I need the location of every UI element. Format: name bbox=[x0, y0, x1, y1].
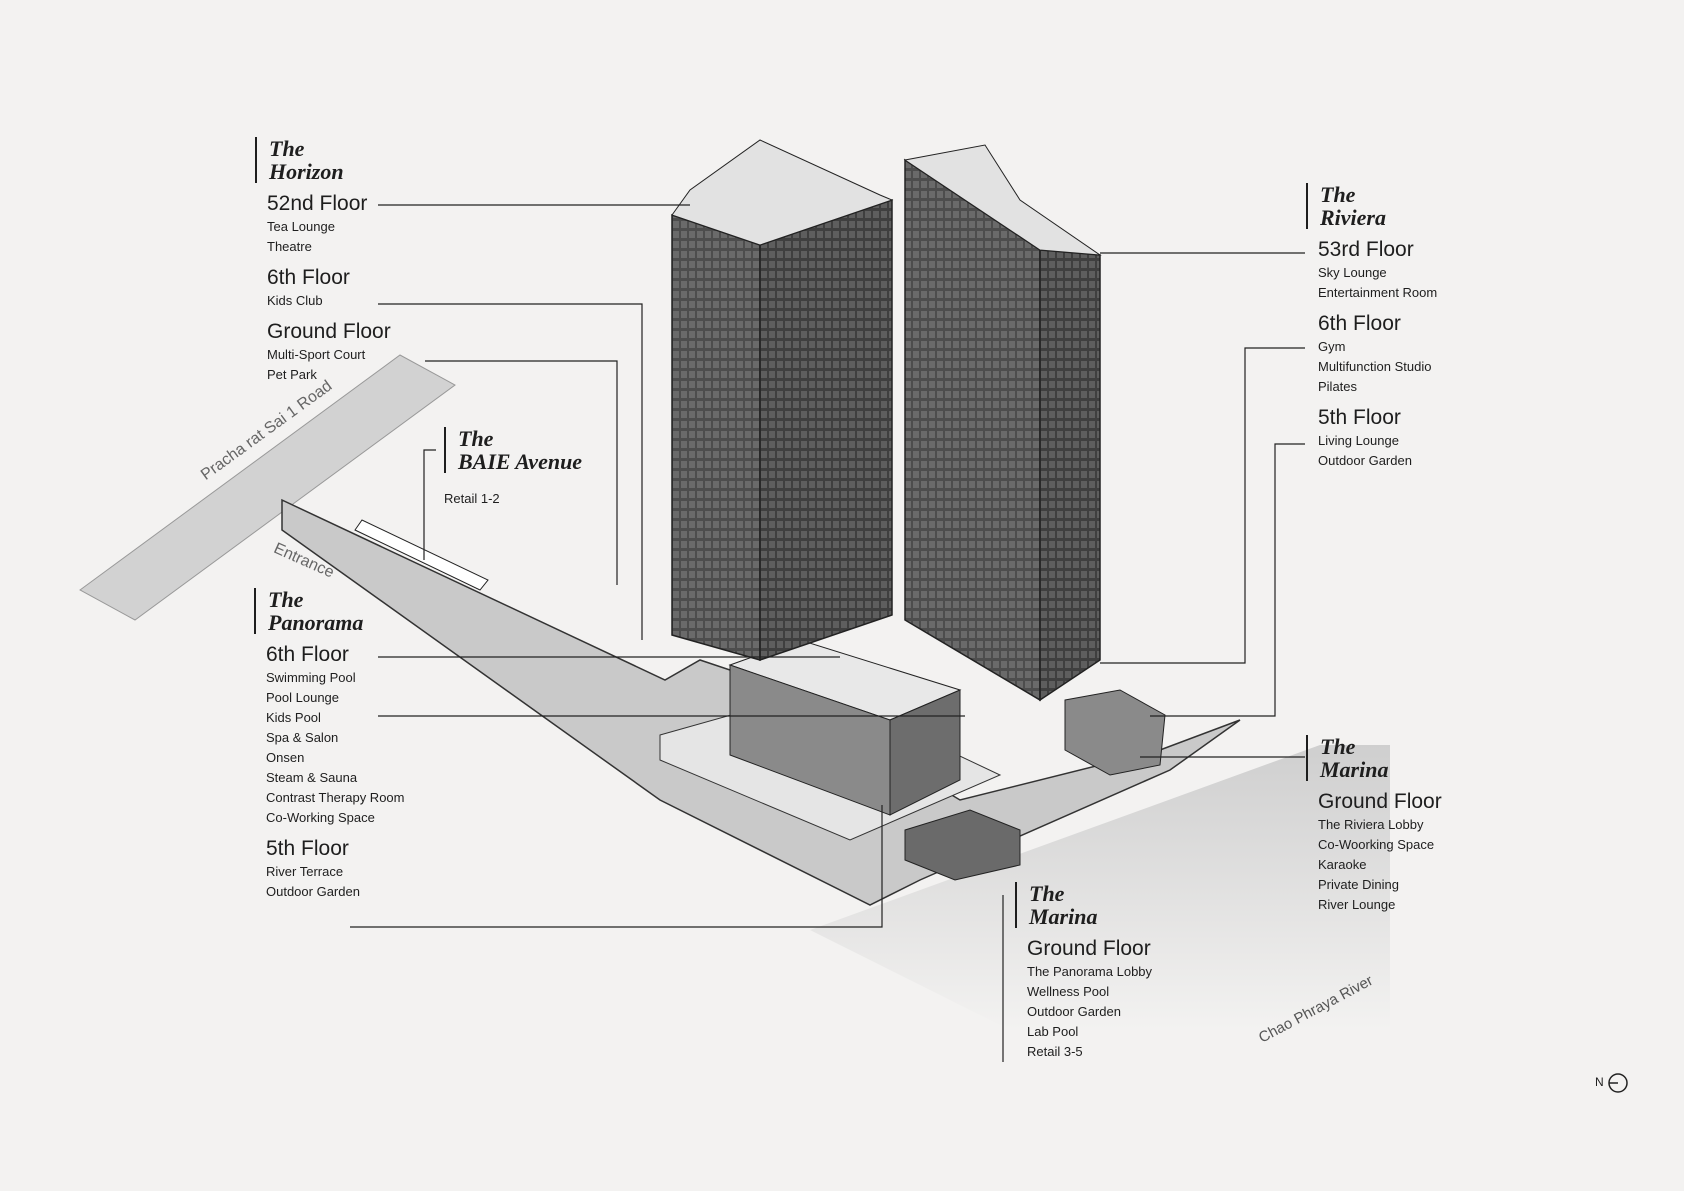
marina-right-floor-ground: Ground Floor bbox=[1318, 790, 1442, 813]
marina-right-item: The Riviera Lobby bbox=[1318, 817, 1424, 832]
horizon-tower-left-face bbox=[671, 213, 761, 661]
marina-left-item: Outdoor Garden bbox=[1027, 1004, 1121, 1019]
riviera-item: Living Lounge bbox=[1318, 433, 1399, 448]
marina-pavilion bbox=[904, 809, 1021, 881]
riviera-item: Sky Lounge bbox=[1318, 265, 1387, 280]
panorama-item: Co-Working Space bbox=[266, 810, 375, 825]
leader-panorama-5 bbox=[350, 805, 883, 928]
riviera-tower-left-face bbox=[904, 158, 1041, 702]
riviera-item: Multifunction Studio bbox=[1318, 359, 1432, 374]
horizon-tower-roof bbox=[671, 139, 894, 246]
horizon-tower-right-face bbox=[759, 198, 893, 662]
panorama-item: Outdoor Garden bbox=[266, 884, 360, 899]
panorama-floor-6: 6th Floor bbox=[266, 643, 349, 666]
panorama-floor-5: 5th Floor bbox=[266, 837, 349, 860]
panorama-item: Pool Lounge bbox=[266, 690, 340, 705]
river-shadow bbox=[810, 745, 1390, 1030]
horizon-floor-ground: Ground Floor bbox=[267, 320, 391, 343]
leader-horizon-gf bbox=[425, 360, 618, 585]
horizon-floor-52: 52nd Floor bbox=[267, 192, 368, 215]
leader-riviera-5 bbox=[1150, 443, 1305, 717]
marina-right-item: Karaoke bbox=[1318, 857, 1367, 872]
riviera-tower-right-face bbox=[1039, 249, 1101, 702]
leader-baie bbox=[423, 449, 436, 560]
marina-left-floor-ground: Ground Floor bbox=[1027, 937, 1151, 960]
road bbox=[79, 354, 456, 621]
marina-right-item: Co-Woorking Space bbox=[1318, 837, 1435, 852]
riviera-item: Entertainment Room bbox=[1318, 285, 1438, 300]
horizon-item: Kids Club bbox=[267, 293, 323, 308]
riviera-floor-53: 53rd Floor bbox=[1318, 238, 1414, 261]
marina-left-item: Wellness Pool bbox=[1027, 984, 1110, 999]
panorama-item: River Terrace bbox=[266, 864, 344, 879]
riviera-item: Gym bbox=[1318, 339, 1346, 354]
riviera-floor-5: 5th Floor bbox=[1318, 406, 1401, 429]
panorama-item: Spa & Salon bbox=[266, 730, 339, 745]
marina-left-item: The Panorama Lobby bbox=[1027, 964, 1153, 979]
riviera-item: Outdoor Garden bbox=[1318, 453, 1412, 468]
horizon-item: Theatre bbox=[267, 239, 312, 254]
entrance-strip bbox=[354, 519, 489, 591]
panorama-item: Onsen bbox=[266, 750, 305, 765]
panorama-item: Contrast Therapy Room bbox=[266, 790, 405, 805]
riviera-item: Pilates bbox=[1318, 379, 1358, 394]
panorama-item: Swimming Pool bbox=[266, 670, 356, 685]
baie-item: Retail 1-2 bbox=[444, 491, 500, 506]
horizon-floor-6: 6th Floor bbox=[267, 266, 350, 289]
leader-lines bbox=[350, 204, 1305, 1062]
marina-left-item: Retail 3-5 bbox=[1027, 1044, 1083, 1059]
riviera-floor-6: 6th Floor bbox=[1318, 312, 1401, 335]
marina-left-item: Lab Pool bbox=[1027, 1024, 1079, 1039]
panorama-item: Kids Pool bbox=[266, 710, 321, 725]
riviera-tower-roof bbox=[903, 144, 1102, 256]
podium-right bbox=[889, 689, 961, 816]
panorama-item: Steam & Sauna bbox=[266, 770, 358, 785]
horizon-item: Tea Lounge bbox=[267, 219, 335, 234]
horizon-item: Pet Park bbox=[267, 367, 317, 382]
leader-horizon-6 bbox=[378, 303, 643, 640]
marina-right-item: Private Dining bbox=[1318, 877, 1399, 892]
leader-riviera-6 bbox=[1100, 347, 1305, 664]
horizon-item: Multi-Sport Court bbox=[267, 347, 366, 362]
marina-right-item: River Lounge bbox=[1318, 897, 1396, 912]
podium-wing bbox=[1064, 689, 1166, 776]
north-label: N bbox=[1595, 1075, 1604, 1089]
